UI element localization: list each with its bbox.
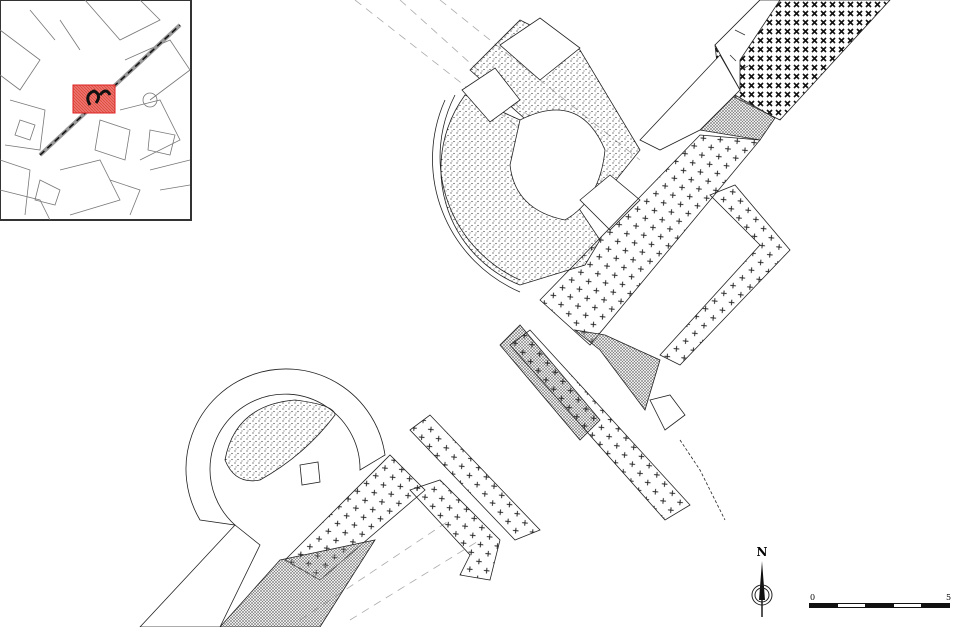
- scale-end-label: 5: [946, 593, 951, 602]
- central-walls: [409, 324, 726, 541]
- north-label: N: [757, 545, 768, 559]
- location-inset-map: [0, 0, 192, 221]
- upper-wall: [539, 0, 891, 411]
- highlight-area: [72, 84, 116, 114]
- lower-apse: [139, 368, 501, 627]
- scale-bar: 0 5: [809, 593, 951, 608]
- upper-apse: [432, 17, 641, 293]
- north-arrow: N: [751, 545, 773, 617]
- scale-start-label: 0: [810, 593, 815, 602]
